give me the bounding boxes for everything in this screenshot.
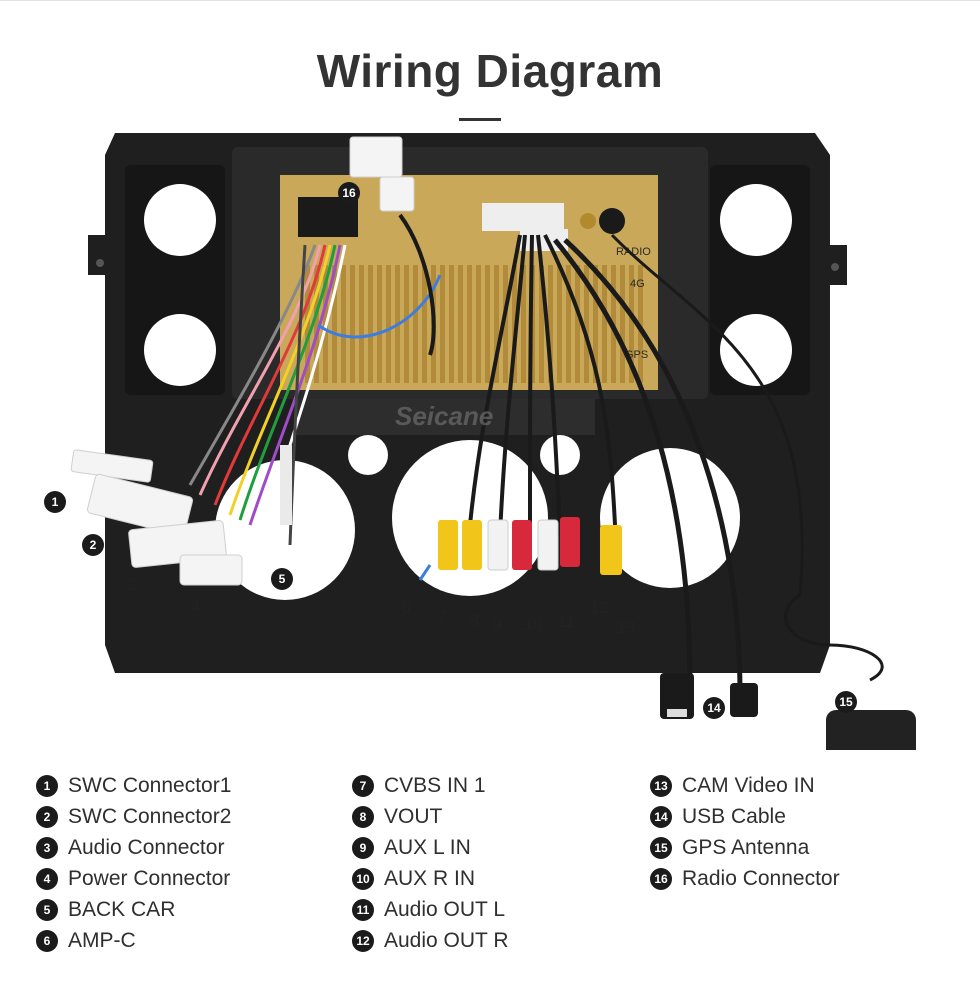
callout-number-13: 13 bbox=[617, 618, 636, 637]
callout-number-10: 10 bbox=[524, 615, 543, 634]
callout-badge-16 bbox=[338, 182, 360, 204]
legend-badge: 6 bbox=[36, 929, 58, 952]
legend-item: 3 Audio Connector bbox=[36, 832, 231, 863]
callout-number-6: 6 bbox=[401, 598, 410, 617]
legend-label: SWC Connector1 bbox=[68, 773, 232, 797]
legend-item: 5 BACK CAR bbox=[36, 894, 231, 925]
callout-badge-5 bbox=[271, 568, 293, 590]
callout-number-9: 9 bbox=[492, 615, 501, 634]
callout-badge-1 bbox=[44, 491, 66, 513]
legend-badge: 3 bbox=[36, 836, 58, 859]
legend-label: Audio Connector bbox=[68, 835, 225, 859]
legend-label: AUX R IN bbox=[384, 866, 476, 890]
legend-badge: 15 bbox=[650, 836, 672, 859]
legend-label: CVBS IN 1 bbox=[384, 773, 486, 797]
legend-label: CAM Video IN bbox=[682, 773, 815, 797]
wiring-diagram: RADIO 4G GPS bbox=[44, 133, 916, 750]
callout-number-15: 15 bbox=[839, 695, 853, 709]
callout-number-14: 14 bbox=[707, 701, 721, 715]
callout-number-7: 7 bbox=[436, 608, 445, 627]
callout-number-8: 8 bbox=[469, 611, 478, 630]
callout-number-11: 11 bbox=[557, 612, 575, 631]
legend-badge: 13 bbox=[650, 774, 672, 797]
legend-item: 6 AMP-C bbox=[36, 925, 231, 956]
gauge-hole bbox=[600, 448, 740, 588]
legend-column-1: 1 SWC Connector1 2 SWC Connector2 3 Audio Con… bbox=[36, 770, 231, 956]
4g-port-label: 4G bbox=[630, 278, 645, 290]
legend-item: 4 Power Connector bbox=[36, 863, 231, 894]
rca-plug-yellow bbox=[438, 520, 458, 570]
title-underline bbox=[459, 118, 501, 121]
top-rule bbox=[0, 0, 980, 1]
vent-hole bbox=[144, 314, 216, 386]
legend-badge: 2 bbox=[36, 805, 58, 828]
swc-connectors bbox=[70, 445, 292, 586]
legend-badge: 11 bbox=[352, 898, 374, 921]
callout-number-4: 4 bbox=[191, 597, 200, 616]
legend-item: 7 CVBS IN 1 bbox=[352, 770, 509, 801]
legend-badge: 7 bbox=[352, 774, 374, 797]
rca-plug-white bbox=[537, 519, 559, 571]
gauge-hole bbox=[215, 460, 355, 600]
legend-badge: 10 bbox=[352, 867, 374, 890]
legend-badge: 16 bbox=[650, 867, 672, 890]
gps-antenna bbox=[784, 593, 916, 750]
legend-badge: 14 bbox=[650, 805, 672, 828]
legend-item: 10 AUX R IN bbox=[352, 863, 509, 894]
radio-connector bbox=[349, 136, 415, 212]
legend-label: USB Cable bbox=[682, 804, 786, 828]
legend-item: 1 SWC Connector1 bbox=[36, 770, 231, 801]
legend-item: 12 Audio OUT R bbox=[352, 925, 509, 956]
legend-item: 11 Audio OUT L bbox=[352, 894, 509, 925]
callout-number-12: 12 bbox=[590, 598, 609, 617]
rca-plug-red bbox=[512, 520, 532, 570]
legend-label: AMP-C bbox=[68, 928, 136, 952]
rca-plug-yellow bbox=[600, 525, 622, 575]
vent-hole bbox=[144, 184, 216, 256]
legend-item: 13 CAM Video IN bbox=[650, 770, 840, 801]
callout-badge-14 bbox=[703, 697, 725, 719]
page-title: Wiring Diagram bbox=[316, 45, 664, 97]
legend-item: 15 GPS Antenna bbox=[650, 832, 840, 863]
callout-number-5: 5 bbox=[279, 572, 286, 586]
legend-item: 9 AUX L IN bbox=[352, 832, 509, 863]
rca-plug-red bbox=[560, 517, 580, 567]
legend-label: Audio OUT R bbox=[384, 928, 509, 952]
legend-badge: 4 bbox=[36, 867, 58, 890]
callout-badge-2 bbox=[82, 534, 104, 556]
vent-hole bbox=[720, 314, 792, 386]
callout-badge-15 bbox=[835, 691, 857, 713]
legend-badge: 5 bbox=[36, 898, 58, 921]
legend-badge: 9 bbox=[352, 836, 374, 859]
rca-plugs bbox=[418, 517, 622, 581]
rca-plug-white bbox=[487, 519, 509, 571]
rca-plug-yellow bbox=[462, 520, 482, 570]
legend-label: SWC Connector2 bbox=[68, 804, 232, 828]
callout-number-3: 3 bbox=[127, 575, 136, 594]
watermark: Seicane bbox=[395, 401, 493, 431]
legend-label: Audio OUT L bbox=[384, 897, 506, 921]
callout-number-1: 1 bbox=[52, 495, 59, 509]
legend-item: 8 VOUT bbox=[352, 801, 509, 832]
legend-label: VOUT bbox=[384, 804, 443, 828]
legend-badge: 8 bbox=[352, 805, 374, 828]
vent-hole bbox=[720, 184, 792, 256]
callout-number-16: 16 bbox=[342, 186, 356, 200]
legend-item: 16 Radio Connector bbox=[650, 863, 840, 894]
usb-plugs bbox=[660, 673, 758, 719]
legend-label: GPS Antenna bbox=[682, 835, 810, 859]
legend-item: 14 USB Cable bbox=[650, 801, 840, 832]
legend-item: 2 SWC Connector2 bbox=[36, 801, 231, 832]
legend-label: BACK CAR bbox=[68, 897, 176, 921]
legend-label: AUX L IN bbox=[384, 835, 471, 859]
legend-label: Power Connector bbox=[68, 866, 231, 890]
legend-column-3: 13 CAM Video IN 14 USB Cable 15 GPS Antenna 16… bbox=[650, 770, 840, 894]
legend-label: Radio Connector bbox=[682, 866, 840, 890]
legend-badge: 1 bbox=[36, 774, 58, 797]
callout-number-2: 2 bbox=[90, 538, 97, 552]
legend-badge: 12 bbox=[352, 929, 374, 952]
